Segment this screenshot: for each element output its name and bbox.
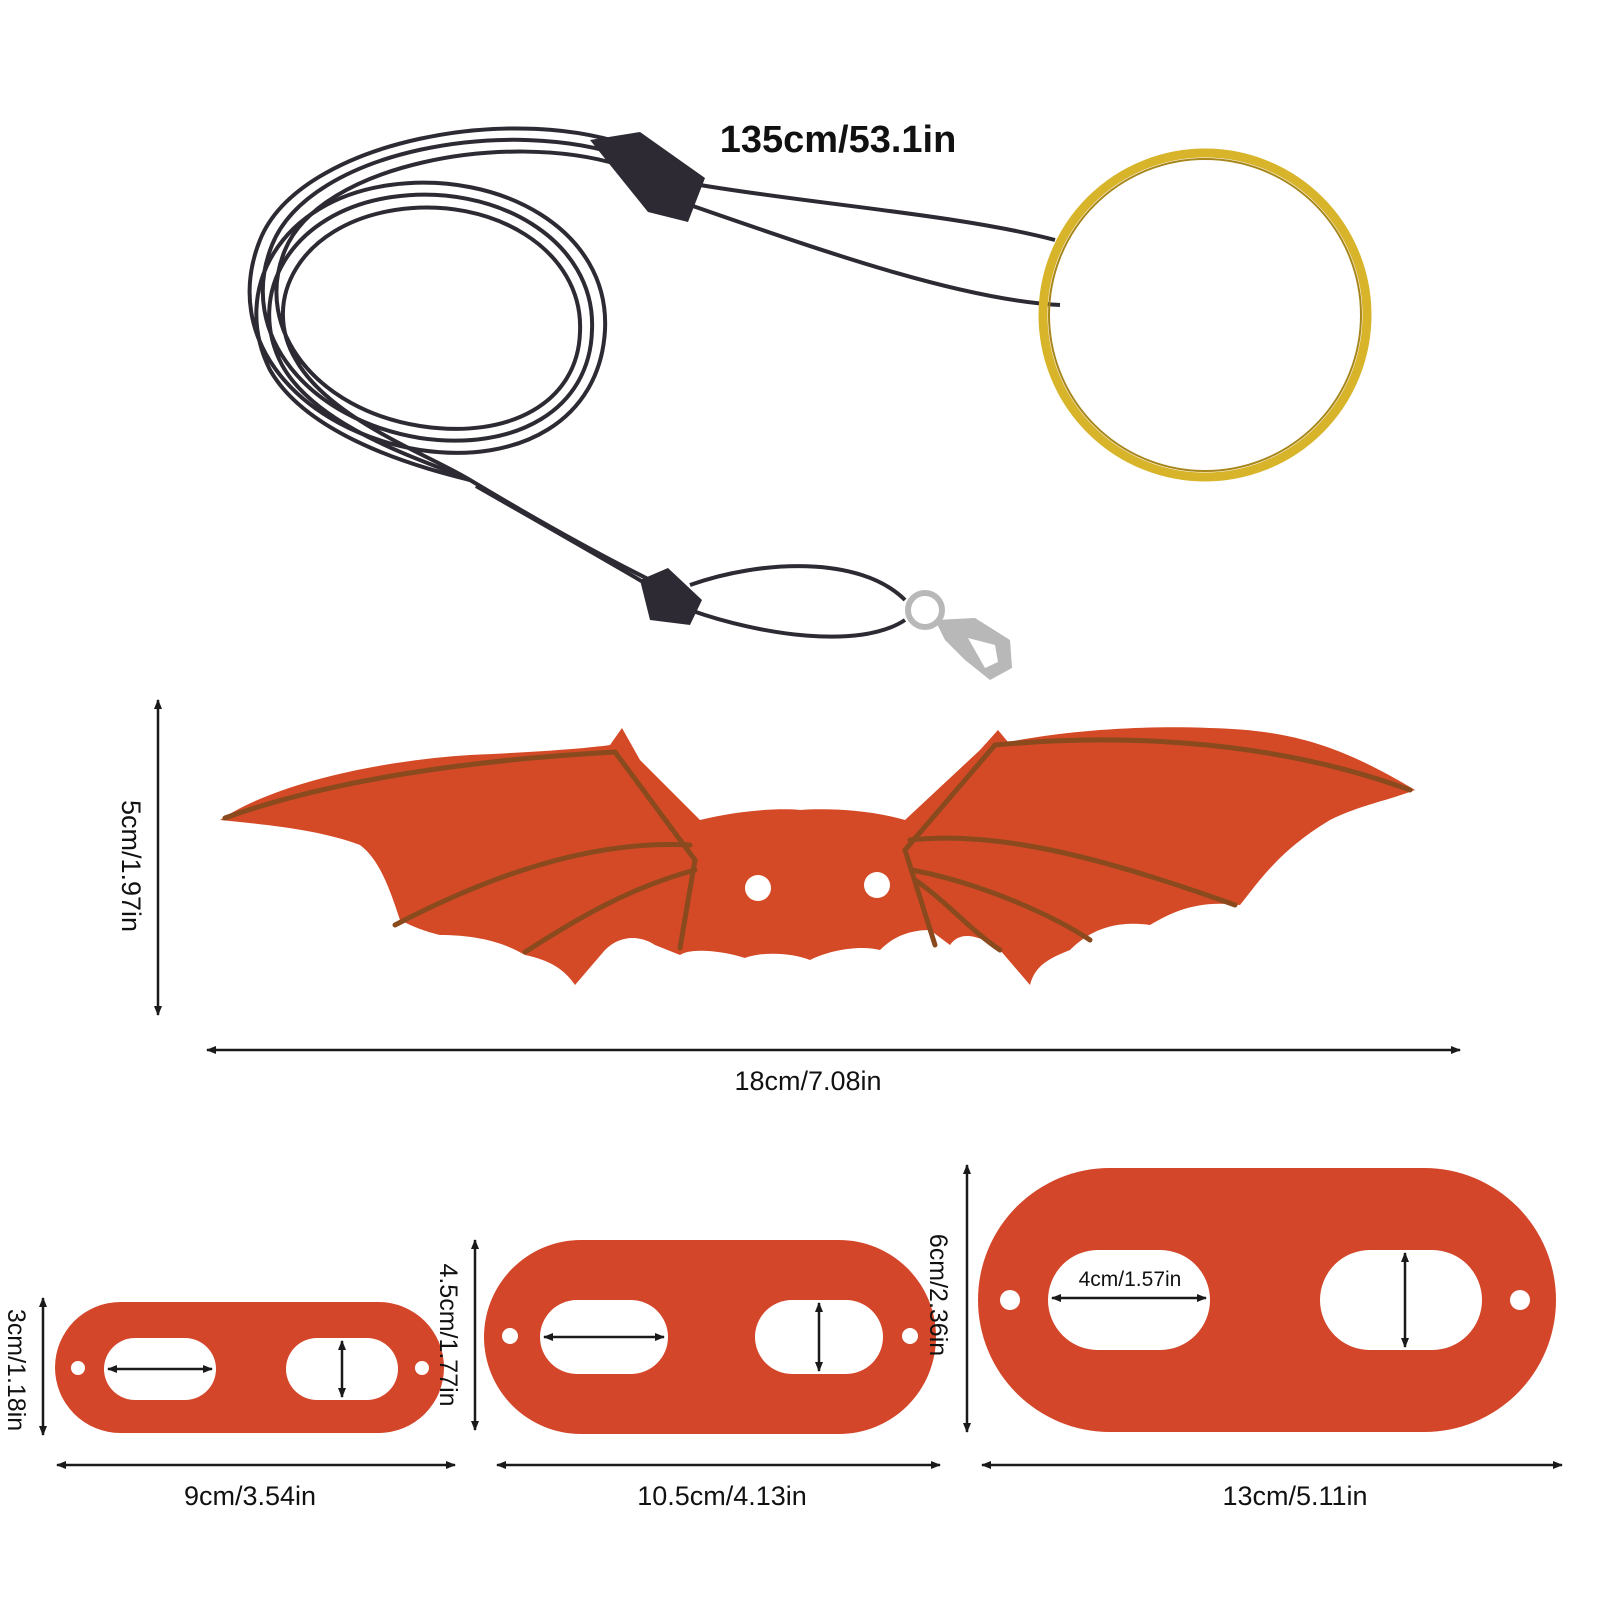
- cord-stopper-top: [590, 132, 705, 222]
- harness-large-width-label: 13cm/5.11in: [1222, 1481, 1367, 1511]
- wings-width-label: 18cm/7.08in: [734, 1066, 881, 1096]
- wing-hole-right: [864, 872, 890, 898]
- leash-length-label: 135cm/53.1in: [720, 119, 957, 161]
- harness-medium-width-label: 10.5cm/4.13in: [637, 1481, 807, 1511]
- leash-cord-loop-ring: [689, 183, 1061, 307]
- leash-ring-inner-edge: [1048, 158, 1362, 472]
- harness-medium-height-label: 4.5cm/1.77in: [434, 1263, 462, 1406]
- harness-small-width-label: 9cm/3.54in: [184, 1481, 316, 1511]
- leash: [247, 126, 1372, 680]
- bat-wings-veins: [222, 737, 1413, 955]
- wings-height-label: 5cm/1.97in: [116, 800, 146, 932]
- wing-hole-left: [745, 875, 771, 901]
- harness-medium: [484, 1240, 936, 1434]
- leash-cord-loop-clip: [689, 564, 907, 639]
- bat-wings: [220, 727, 1415, 985]
- harness-large: [978, 1168, 1556, 1432]
- harness-small-height-label: 3cm/1.18in: [2, 1309, 30, 1431]
- cord-stopper-bottom: [640, 568, 702, 625]
- snap-clip: [905, 590, 1012, 680]
- bat-wings-shape: [220, 727, 1415, 985]
- harness-small: [55, 1302, 444, 1433]
- harness-large-height-label: 6cm/2.36in: [924, 1234, 952, 1356]
- leash-ring: [1038, 148, 1372, 482]
- harness-large-hole-label: 4cm/1.57in: [1079, 1268, 1182, 1291]
- leash-cord-coil: [247, 126, 652, 588]
